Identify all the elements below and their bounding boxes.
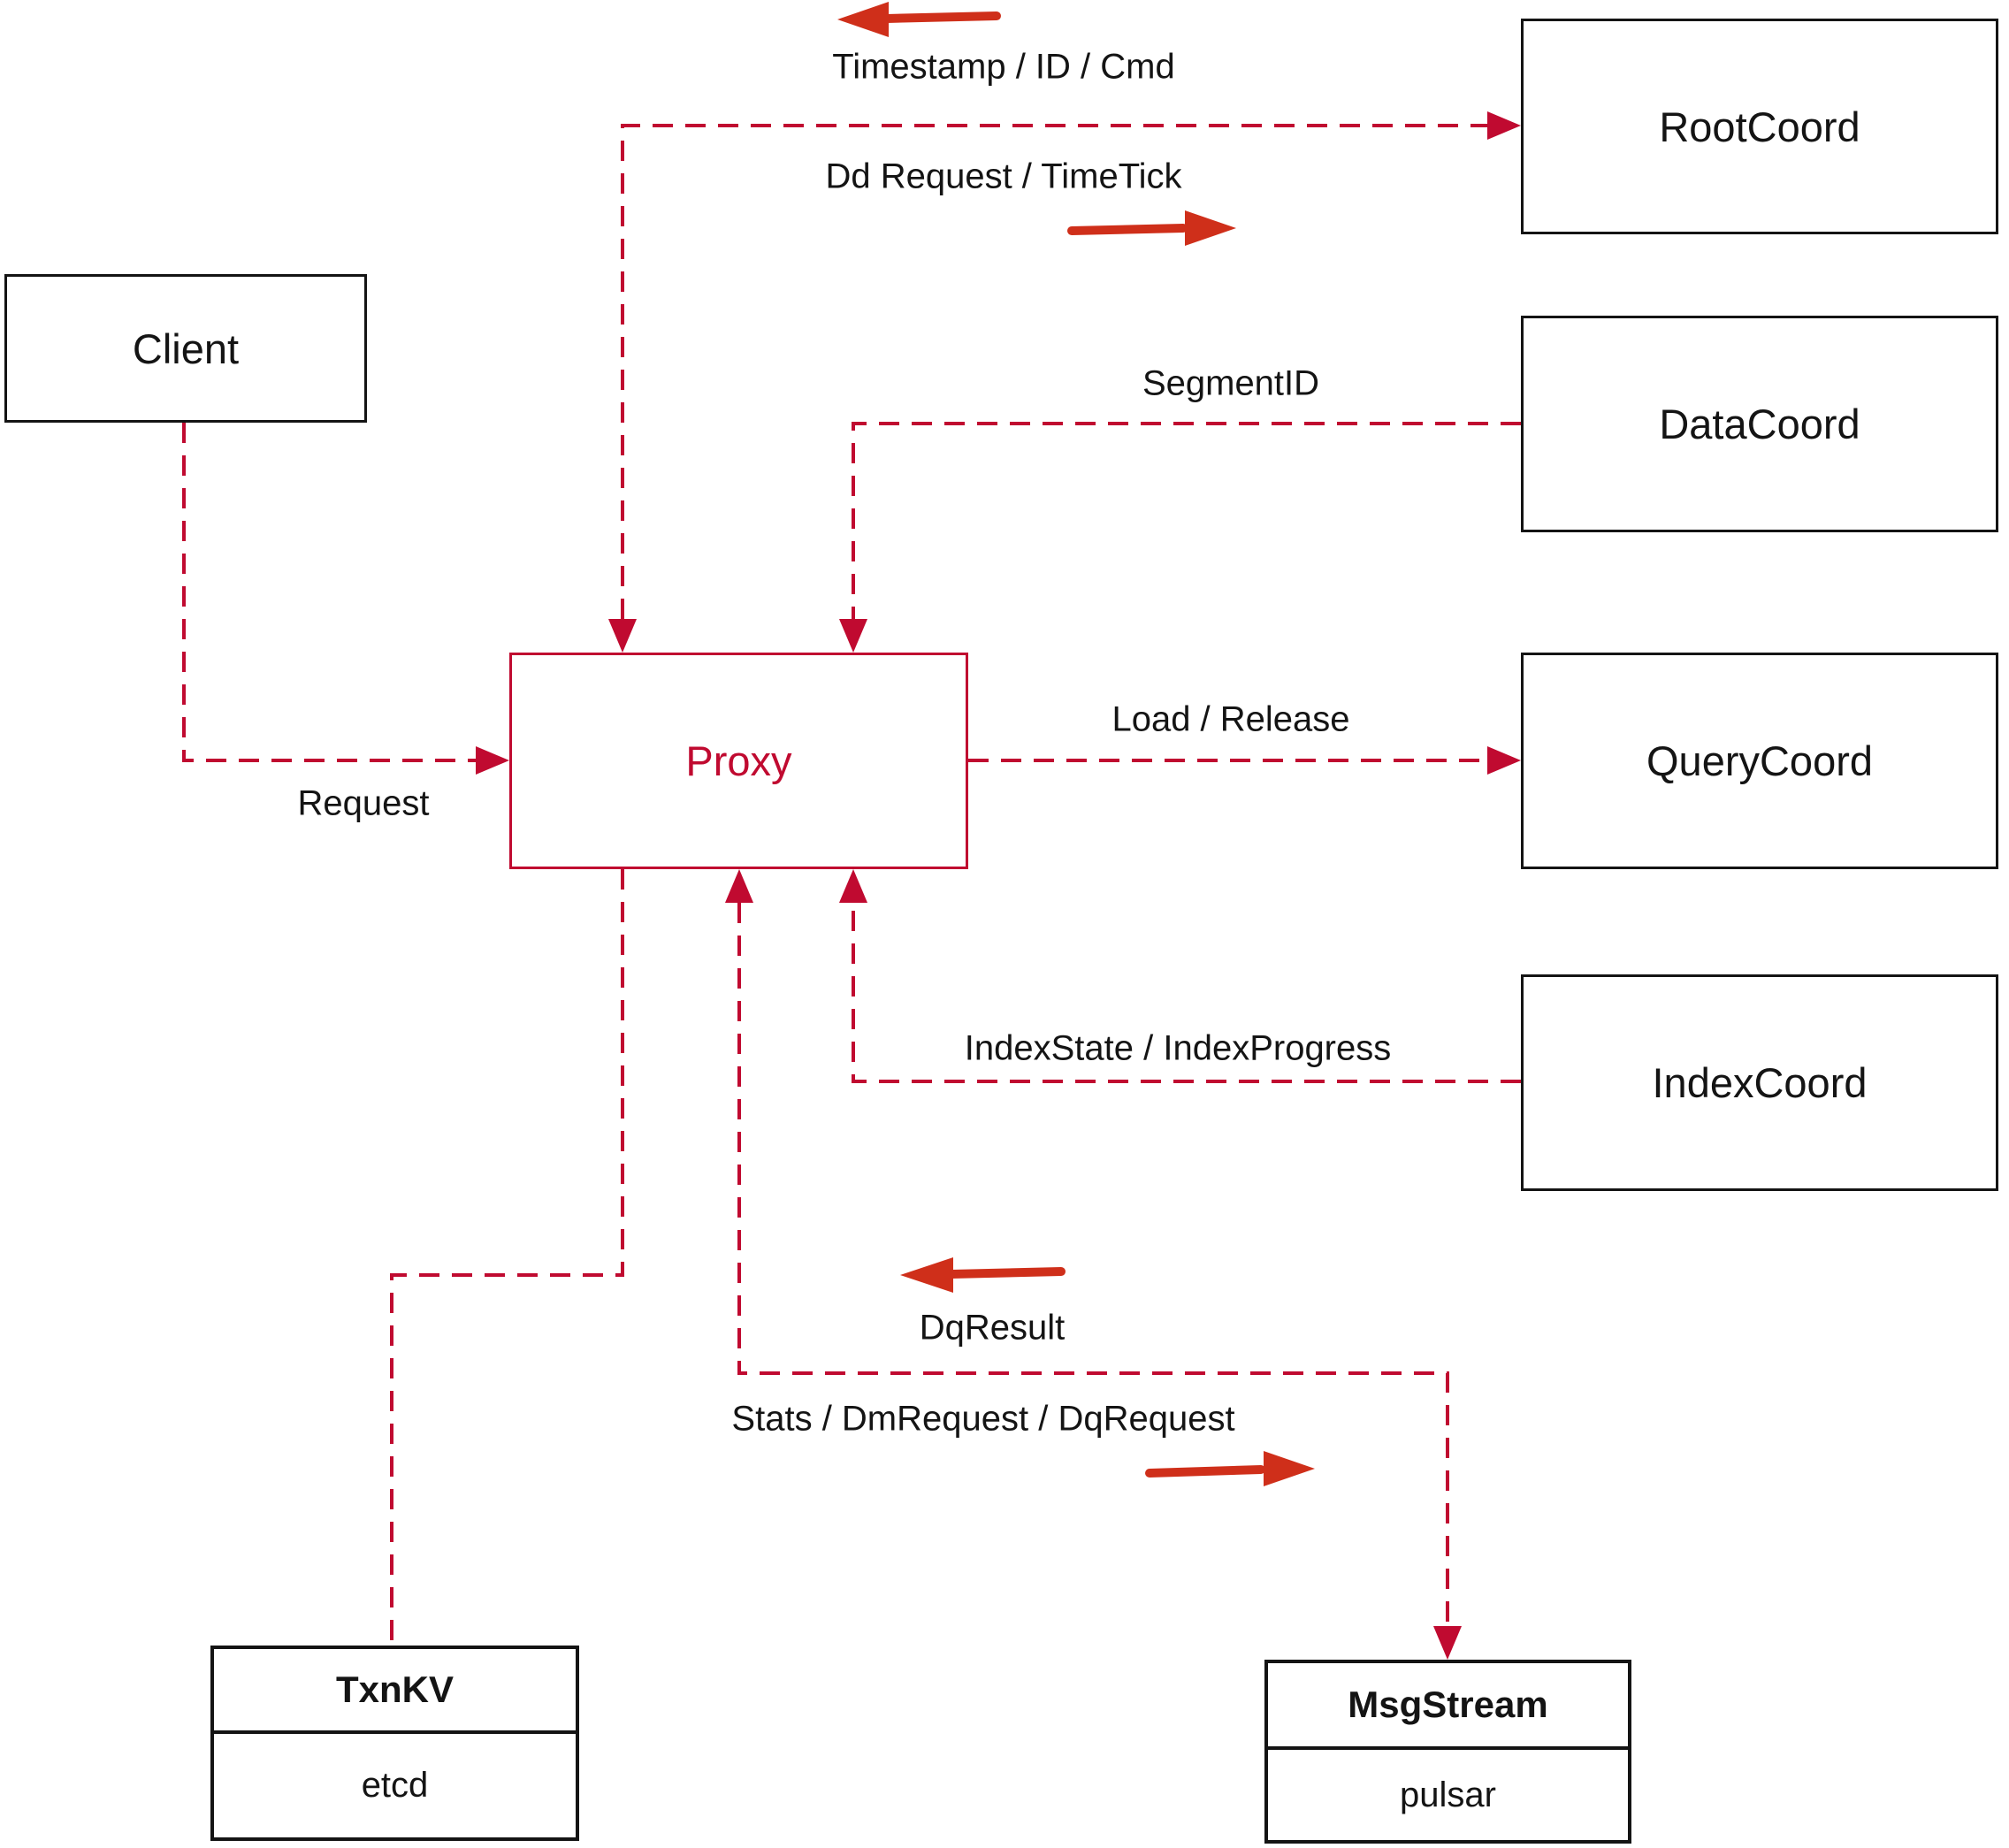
node-txnkv: TxnKV etcd: [210, 1646, 579, 1841]
arrowhead-into-msgstream: [1433, 1626, 1462, 1660]
arrowhead-into-querycoord: [1487, 746, 1521, 775]
node-msgstream-subtitle: pulsar: [1400, 1775, 1496, 1814]
arrowhead-into-proxy-bottom-left: [725, 869, 753, 903]
arrowhead-into-proxy-top-right: [839, 619, 867, 653]
right-direction-arrow-dd-request: [1067, 210, 1236, 246]
node-txnkv-subtitle: etcd: [361, 1766, 429, 1805]
node-datacoord-label: DataCoord: [1659, 401, 1860, 447]
node-querycoord-label: QueryCoord: [1646, 737, 1873, 784]
arrowhead-into-proxy-left: [476, 746, 509, 775]
edge-label-index-state: IndexState / IndexProgress: [964, 1028, 1392, 1068]
node-querycoord: QueryCoord: [1521, 653, 1998, 869]
node-rootcoord-label: RootCoord: [1659, 103, 1860, 150]
left-direction-arrow-timestamp: [837, 2, 1001, 37]
edge-label-timestamp: Timestamp / ID / Cmd: [832, 47, 1175, 87]
node-msgstream-title: MsgStream: [1268, 1663, 1628, 1750]
arrowhead-into-rootcoord: [1487, 111, 1521, 140]
arrowhead-into-proxy-bottom-right: [839, 869, 867, 903]
edge-label-dd-request: Dd Request / TimeTick: [825, 157, 1182, 196]
right-direction-arrow-stats: [1145, 1451, 1315, 1486]
edge-label-request: Request: [297, 783, 430, 823]
edge-label-stats: Stats / DmRequest / DqRequest: [731, 1399, 1235, 1439]
node-proxy-label: Proxy: [685, 737, 792, 784]
edge-label-dq-result: DqResult: [919, 1308, 1066, 1348]
node-rootcoord: RootCoord: [1521, 19, 1998, 234]
edge-proxy-rootcoord: [621, 124, 1487, 619]
edge-proxy-txnkv: [390, 869, 624, 1646]
edge-proxy-msgstream: [737, 903, 1449, 1626]
edge-label-segment-id: SegmentID: [1142, 363, 1320, 403]
node-datacoord: DataCoord: [1521, 316, 1998, 532]
node-client-label: Client: [132, 325, 240, 372]
node-msgstream: MsgStream pulsar: [1264, 1660, 1631, 1844]
node-txnkv-title: TxnKV: [214, 1649, 576, 1734]
node-client: Client: [4, 274, 367, 423]
edge-label-load-release: Load / Release: [1111, 699, 1350, 739]
node-indexcoord: IndexCoord: [1521, 974, 1998, 1191]
node-proxy: Proxy: [509, 653, 968, 869]
edge-datacoord-proxy: [852, 422, 1521, 619]
node-indexcoord-label: IndexCoord: [1652, 1059, 1868, 1106]
left-direction-arrow-dq-result: [900, 1257, 1066, 1293]
arrowhead-into-proxy-top-left: [608, 619, 637, 653]
edge-indexcoord-proxy: [852, 903, 1521, 1083]
edge-client-proxy: [182, 423, 476, 762]
